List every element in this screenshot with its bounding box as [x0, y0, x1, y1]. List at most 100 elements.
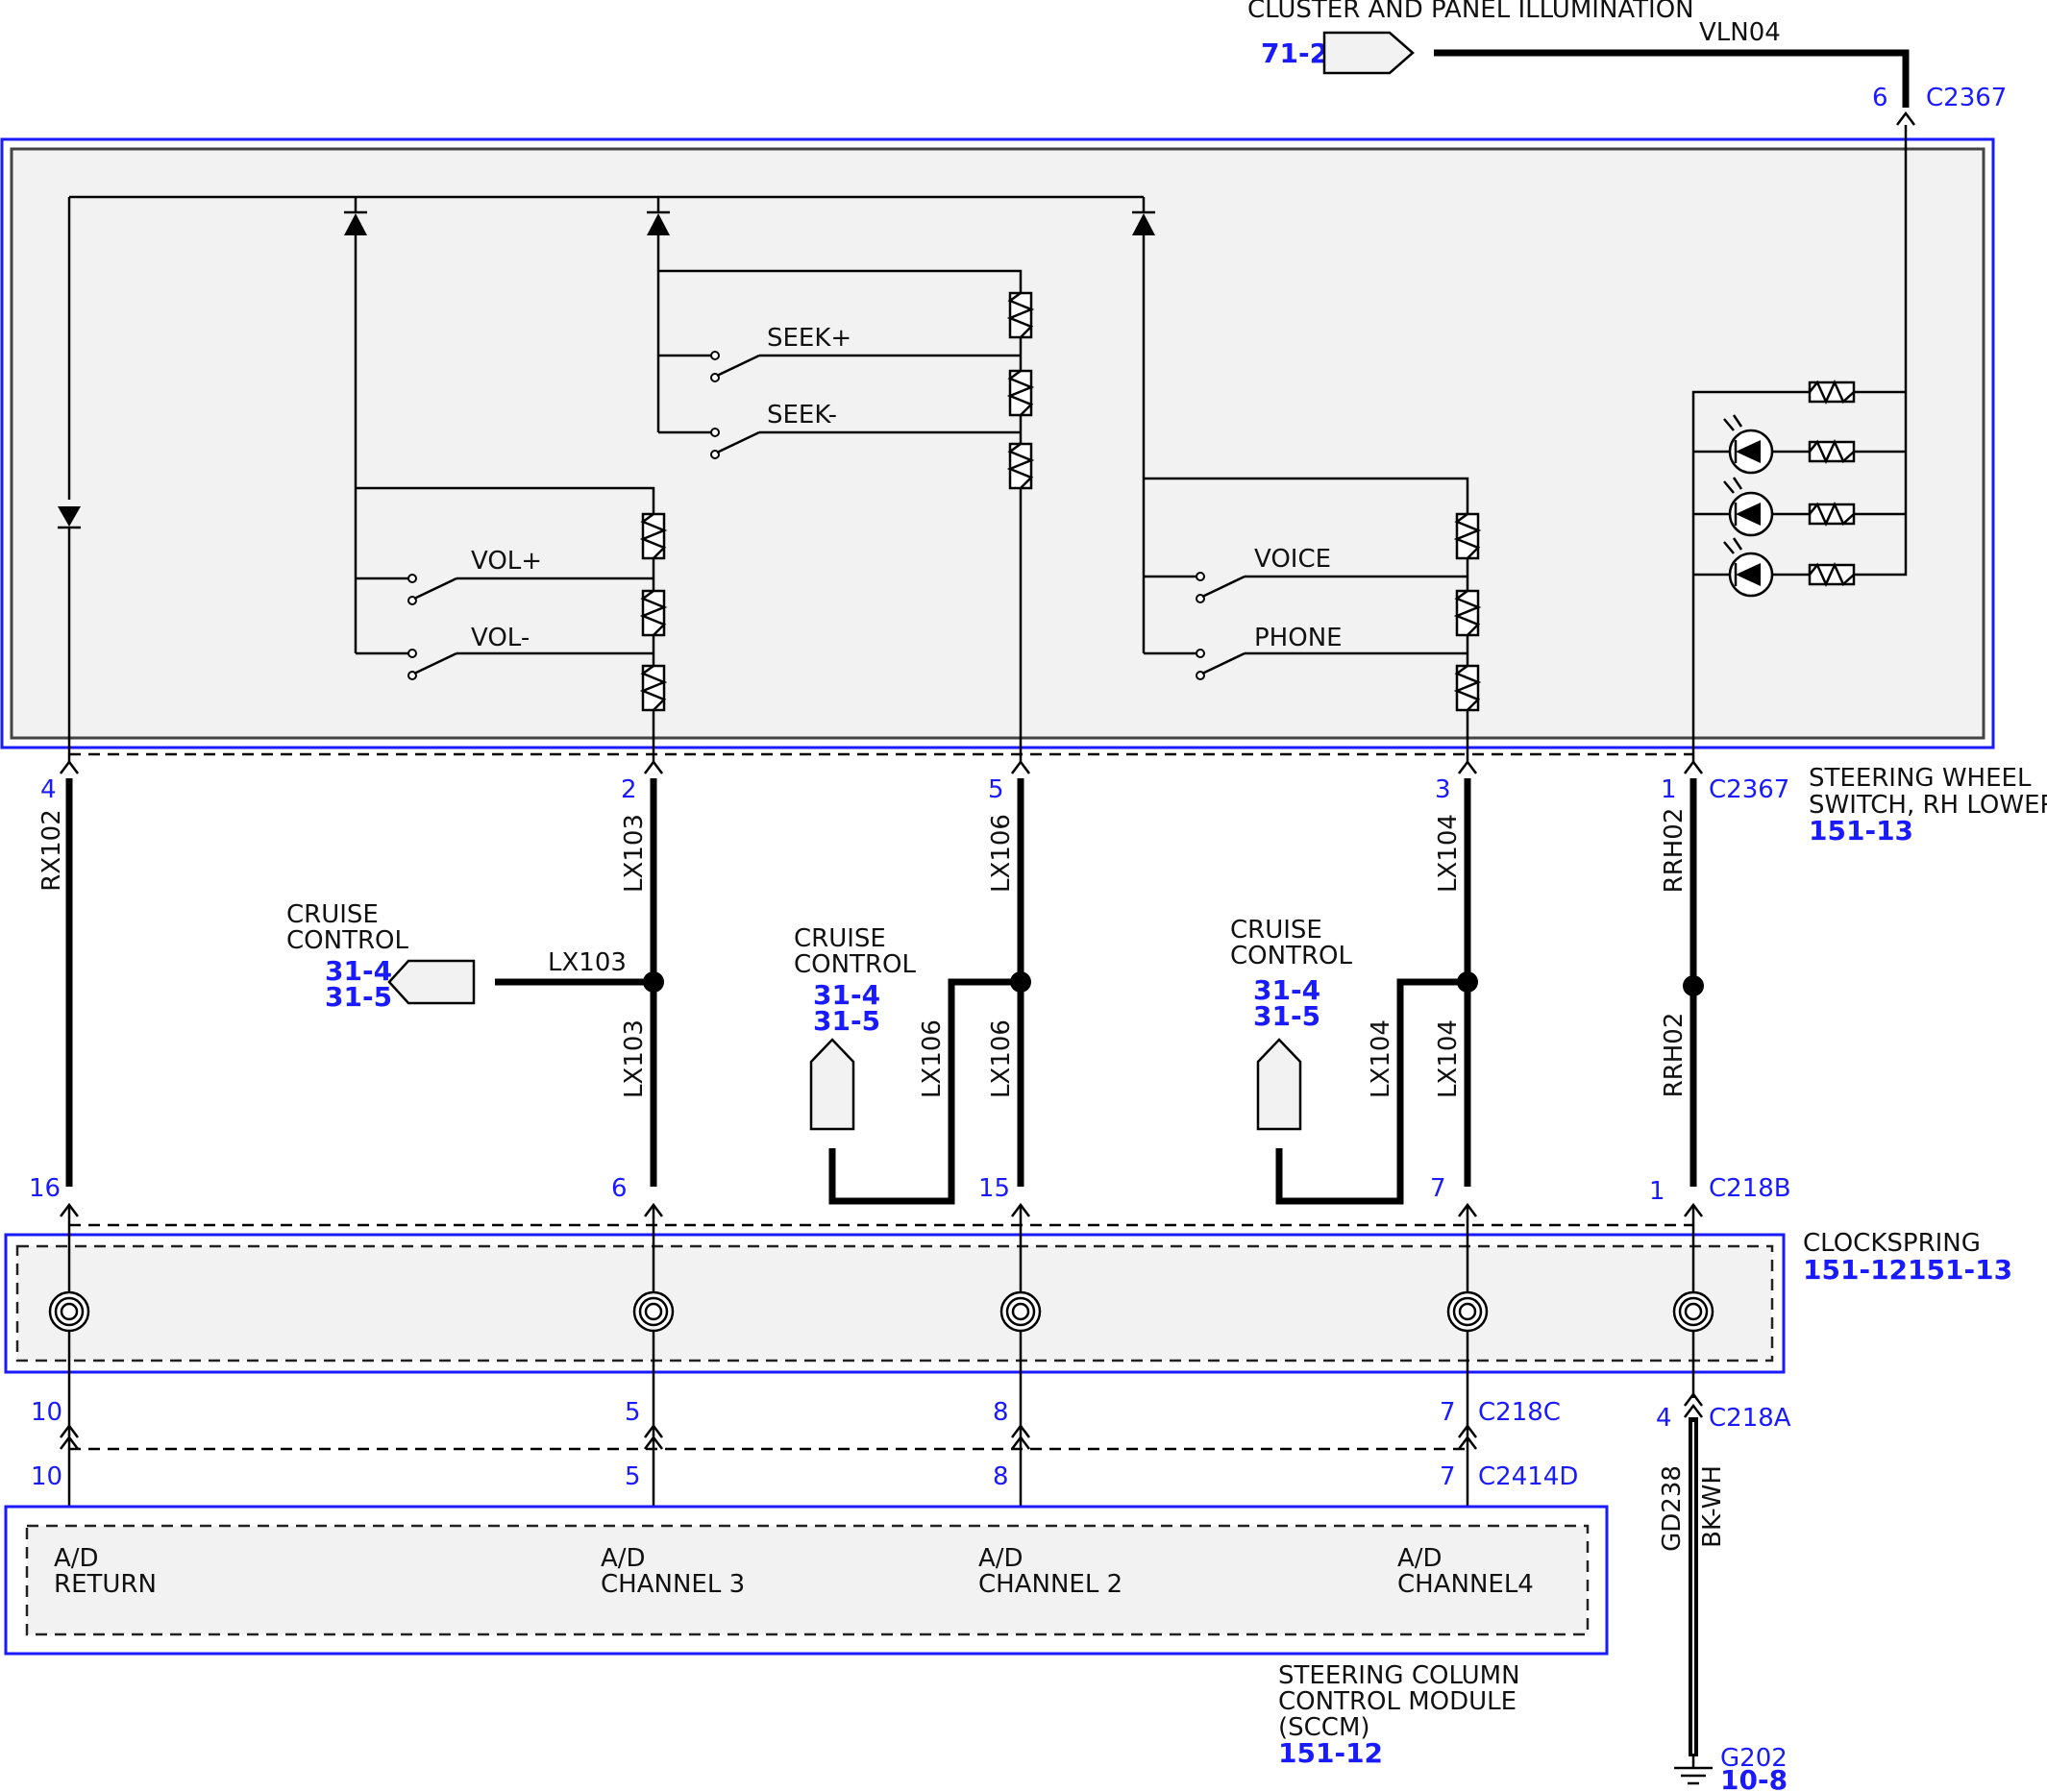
resistor-illum-4: [1808, 561, 1856, 588]
wire-label-rrh02-lower: RRH02: [1660, 1013, 1689, 1098]
pin-bottom-col2: 6: [611, 1174, 628, 1203]
swsw-ref[interactable]: 151-13: [1809, 815, 1913, 847]
switch-label-vol-minus: VOL-: [471, 624, 530, 652]
led-1: [1693, 414, 1810, 475]
wire-label-vln04: VLN04: [1699, 18, 1781, 47]
pin-c2414d-col3: 8: [993, 1462, 1009, 1491]
clockspring-coil-5: [1672, 1290, 1714, 1333]
wire-label-lx103-upper: LX103: [620, 814, 649, 893]
ground-name: G202: [1720, 1744, 1788, 1773]
cruise3-ref2[interactable]: 31-5: [1253, 1000, 1320, 1032]
module-line1-col3: A/D: [978, 1544, 1024, 1573]
clockspring-panel: [15, 1244, 1774, 1362]
resistor-vol-3: [639, 664, 668, 712]
wire-color-bk-wh: BK-WH: [1698, 1465, 1727, 1548]
connector-c2367-top: C2367: [1926, 84, 2007, 112]
switch-label-seek-minus: SEEK-: [767, 401, 837, 430]
swsw-name-line1: STEERING WHEEL: [1809, 764, 2032, 793]
pin-top-col1: 4: [40, 775, 57, 804]
wire-label-lx104-lower: LX104: [1434, 1019, 1463, 1098]
wire-label-lx104-branch: LX104: [1367, 1019, 1395, 1098]
ground-icon: [1674, 1756, 1713, 1785]
clockspring-name: CLOCKSPRING: [1803, 1229, 1981, 1258]
pin-top-col2: 2: [621, 775, 637, 804]
diode-rx102: [58, 506, 81, 527]
resistor-vol-2: [639, 589, 668, 637]
clockspring-coil-2: [632, 1290, 675, 1333]
cruise1-line1: CRUISE: [286, 900, 379, 929]
pin-bottom-col1: 16: [29, 1174, 61, 1203]
cruise2-line1: CRUISE: [794, 924, 886, 953]
cruise2-ref1[interactable]: 31-4: [813, 979, 880, 1011]
cruise3-ref1[interactable]: 31-4: [1253, 974, 1320, 1006]
rrh02-internal: [1691, 390, 1810, 764]
pin-c218c-col1: 10: [31, 1398, 62, 1427]
sccm-name-line1: STEERING COLUMN: [1278, 1661, 1520, 1690]
illumination-connector-symbol: [1322, 31, 1415, 75]
sccm-name-line2: CONTROL MODULE: [1278, 1687, 1517, 1716]
pin-c2414d-col2: 5: [625, 1462, 641, 1491]
pin-bottom-col4: 7: [1430, 1174, 1446, 1203]
module-line2-col4: CHANNEL4: [1397, 1570, 1534, 1599]
wire-label-lx106-branch: LX106: [918, 1019, 947, 1098]
cruise2-line2: CONTROL: [794, 950, 916, 979]
connector-c2367-bottom: C2367: [1709, 775, 1789, 804]
clockspring-ref[interactable]: 151-12151-13: [1803, 1254, 2012, 1286]
diode-voice-group: [1132, 213, 1155, 235]
cruise2-ref2[interactable]: 31-5: [813, 1005, 880, 1037]
cruise3-connector-symbol: [1256, 1038, 1302, 1131]
switch-label-seek-plus: SEEK+: [767, 324, 851, 353]
switch-vol-plus: [356, 574, 654, 605]
diode-vol-group: [344, 213, 367, 235]
switch-label-phone: PHONE: [1254, 624, 1343, 652]
resistor-voice-3: [1453, 664, 1482, 712]
ground-ref[interactable]: 10-8: [1720, 1764, 1788, 1792]
pin-symbol-6: [1896, 110, 1915, 126]
module-line1-col2: A/D: [601, 1544, 646, 1573]
resistor-vol-1: [639, 512, 668, 560]
switch-seek-minus: [658, 428, 1021, 459]
wire-label-lx106-lower: LX106: [987, 1019, 1016, 1098]
resistor-illum-3: [1808, 501, 1856, 528]
pin-c2414d-col4: 7: [1440, 1462, 1456, 1491]
cruise2-connector-symbol: [809, 1038, 855, 1131]
wire-label-rx102: RX102: [37, 809, 66, 892]
resistor-seek-2: [1006, 369, 1035, 417]
wire-label-lx103-branch: LX103: [548, 948, 627, 977]
illumination-source-label: CLUSTER AND PANEL ILLUMINATION: [1247, 0, 1694, 24]
switch-vol-minus: [356, 649, 654, 680]
wire-vln04: [1434, 49, 1910, 108]
cruise1-ref2[interactable]: 31-5: [325, 981, 392, 1013]
steering-wheel-switch-panel: [10, 147, 1985, 740]
wire-label-lx106-upper: LX106: [987, 814, 1016, 893]
pin-6-c2367: 6: [1872, 84, 1888, 112]
cruise3-line1: CRUISE: [1230, 916, 1322, 945]
clockspring-coil-3: [999, 1290, 1042, 1333]
splice-rrh02: [1683, 975, 1704, 996]
module-line2-col1: RETURN: [54, 1570, 157, 1599]
resistor-seek-1: [1006, 291, 1035, 339]
switch-phone: [1144, 649, 1467, 680]
clockspring-coil-4: [1446, 1290, 1489, 1333]
resistor-seek-3: [1006, 442, 1035, 490]
module-line2-col2: CHANNEL 3: [601, 1570, 745, 1599]
connector-c218c: C218C: [1478, 1398, 1561, 1427]
wire-lx104-branch: [1275, 978, 1467, 1205]
resistor-illum-1: [1808, 379, 1856, 405]
diode-seek-group: [647, 213, 670, 235]
cruise1-ref1[interactable]: 31-4: [325, 955, 392, 987]
module-line1-col4: A/D: [1397, 1544, 1443, 1573]
swsw-name-line2: SWITCH, RH LOWER: [1809, 791, 2047, 820]
illumination-source-ref[interactable]: 71-2: [1261, 37, 1328, 69]
wire-label-lx104-upper: LX104: [1434, 814, 1463, 893]
pin-top-col3: 5: [988, 775, 1004, 804]
resistor-voice-1: [1453, 512, 1482, 560]
switch-label-vol-plus: VOL+: [471, 547, 542, 576]
pin-bottom-col3: 15: [978, 1174, 1010, 1203]
module-line2-col3: CHANNEL 2: [978, 1570, 1122, 1599]
pin-c218a: 4: [1656, 1404, 1672, 1433]
module-line1-col1: A/D: [54, 1544, 99, 1573]
sccm-ref[interactable]: 151-12: [1278, 1737, 1383, 1769]
switch-voice: [1144, 572, 1467, 603]
